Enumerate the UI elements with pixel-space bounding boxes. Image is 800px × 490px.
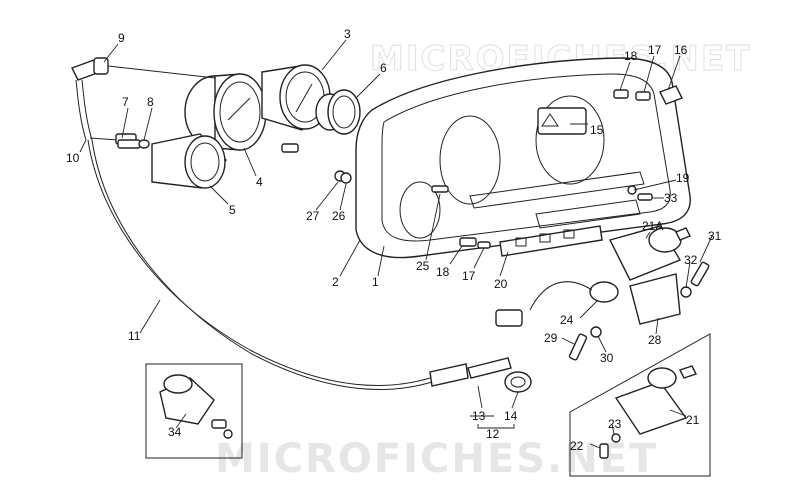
dashboard-housing xyxy=(355,57,691,259)
watermark-bottom: MICROFICHES.NET xyxy=(215,436,658,482)
callout-18-lower: 18 xyxy=(436,265,450,279)
callout-33: 33 xyxy=(664,191,678,205)
callout-17-upper: 17 xyxy=(648,43,662,57)
callout-28: 28 xyxy=(648,333,662,347)
callout-9: 9 xyxy=(118,31,125,45)
callout-34: 34 xyxy=(168,425,182,439)
warning-light-module xyxy=(537,107,587,135)
callout-31: 31 xyxy=(708,229,722,243)
washer-32 xyxy=(680,286,692,298)
callout-13: 13 xyxy=(472,409,486,423)
washer-26 xyxy=(340,172,352,184)
callout-22: 22 xyxy=(570,439,584,453)
callout-24: 24 xyxy=(560,313,574,327)
callout-8: 8 xyxy=(147,95,154,109)
callout-7: 7 xyxy=(122,95,129,109)
auxiliary-gauge xyxy=(151,133,227,189)
callout-16: 16 xyxy=(674,43,688,57)
callout-6: 6 xyxy=(380,61,387,75)
inset-cable-bracket xyxy=(145,363,243,459)
small-gauge xyxy=(315,89,361,135)
callout-30: 30 xyxy=(600,351,614,365)
callout-26: 26 xyxy=(332,209,346,223)
callout-32: 32 xyxy=(684,253,698,267)
callout-11: 11 xyxy=(128,329,141,343)
group-bracket-12 xyxy=(477,424,515,429)
indicator-strip xyxy=(499,225,603,257)
top-right-hardware xyxy=(613,85,683,105)
callout-5: 5 xyxy=(229,203,236,217)
callout-25: 25 xyxy=(416,259,430,273)
callout-14: 14 xyxy=(504,409,518,423)
bolt-29 xyxy=(568,333,588,361)
screw-25 xyxy=(431,185,449,193)
callout-15: 15 xyxy=(590,123,604,137)
callout-21: 21 xyxy=(686,413,700,427)
callout-18-upper: 18 xyxy=(624,49,638,63)
callout-17-lower: 17 xyxy=(462,269,476,283)
callout-12: 12 xyxy=(486,427,500,441)
washer-19 xyxy=(627,185,637,195)
callout-3: 3 xyxy=(344,27,351,41)
speedometer-drive xyxy=(504,371,532,393)
inset-ignition-lock xyxy=(569,333,711,477)
washer-30 xyxy=(590,326,602,338)
screw-33 xyxy=(637,193,653,201)
leader-lines xyxy=(79,39,713,449)
callout-labels: 9 3 6 7 8 10 4 5 11 27 26 2 1 25 18 17 2… xyxy=(66,27,722,453)
callout-2: 2 xyxy=(332,275,339,289)
bolt-31 xyxy=(690,261,710,287)
ignition-switch xyxy=(495,225,691,327)
callout-23: 23 xyxy=(608,417,622,431)
callout-20: 20 xyxy=(494,277,508,291)
gauge-bulb xyxy=(281,143,299,153)
speedometer-cable xyxy=(71,57,512,390)
callout-19: 19 xyxy=(676,171,690,185)
callout-1: 1 xyxy=(372,275,379,289)
callout-21a: 21A xyxy=(642,219,663,233)
callout-4: 4 xyxy=(256,175,263,189)
bulb-holder xyxy=(117,139,150,149)
callout-10: 10 xyxy=(66,151,80,165)
callout-27: 27 xyxy=(306,209,320,223)
callout-29: 29 xyxy=(544,331,558,345)
